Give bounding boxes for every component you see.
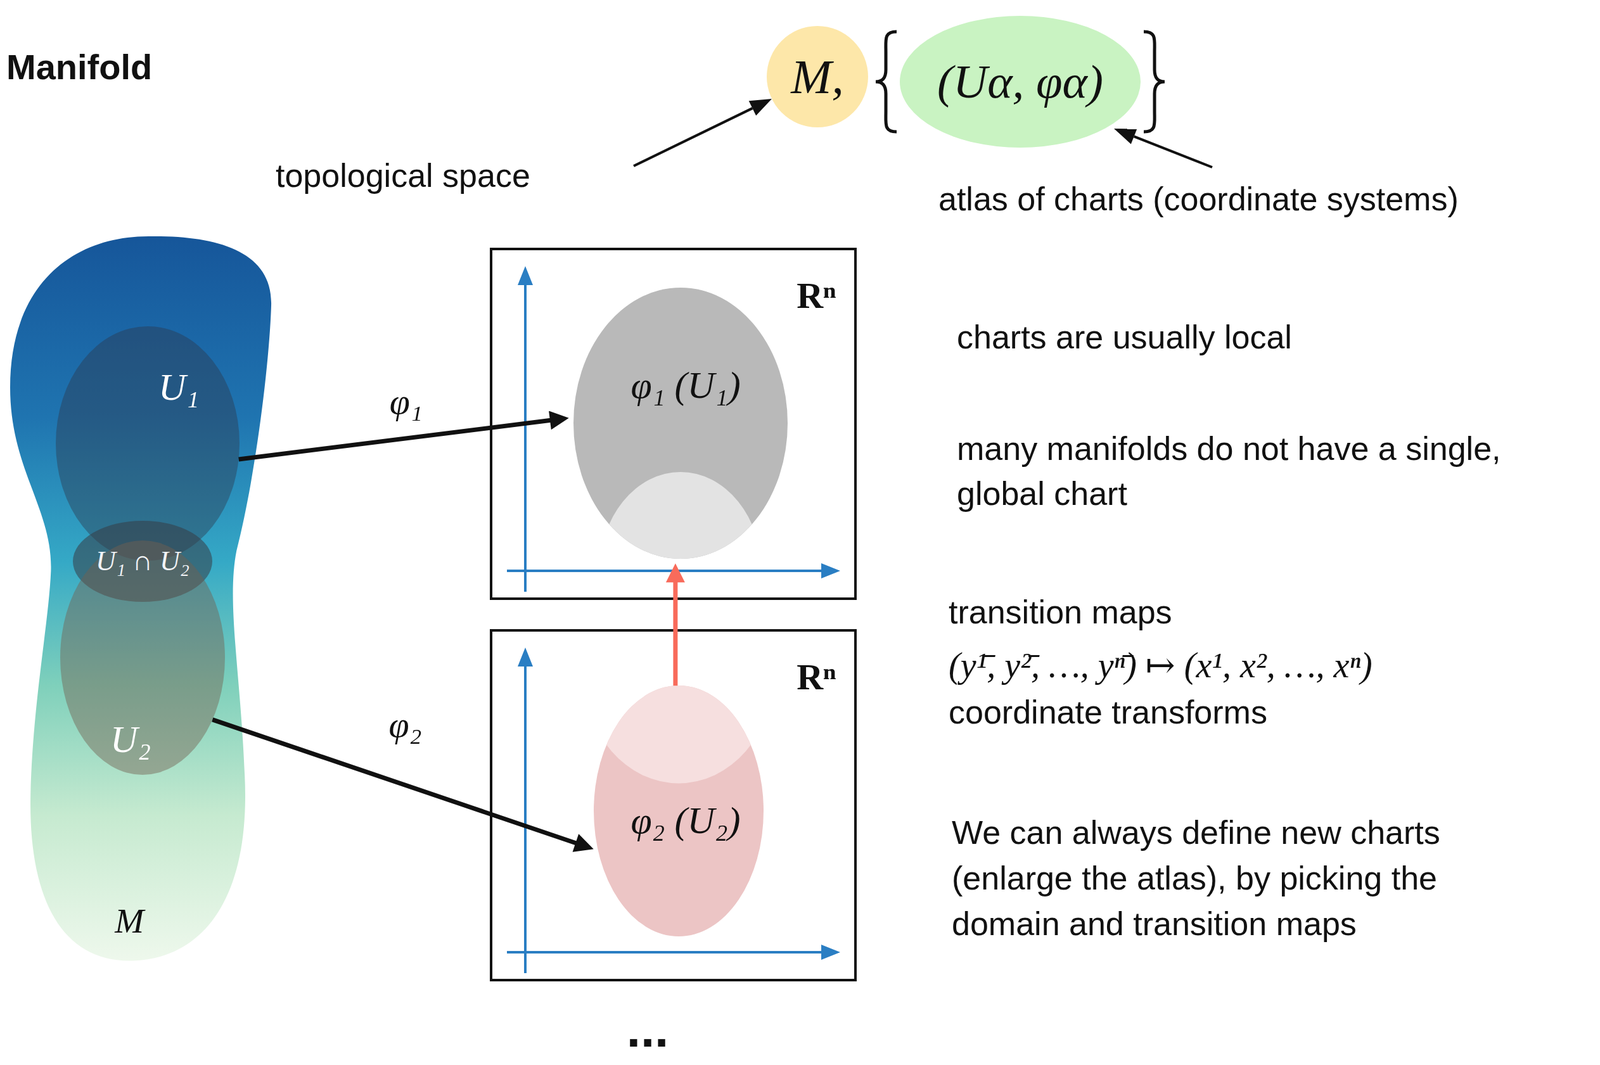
chart-image: φ₁ (U₁): [573, 287, 788, 559]
node-label: M: [114, 901, 144, 941]
text-holder: charts are usually local: [956, 316, 1293, 359]
axis: [524, 284, 527, 592]
node-label: φ₁ (U₁): [631, 363, 741, 408]
ellipse-fill: [60, 540, 225, 775]
annotation: atlas of charts (coordinate systems): [938, 178, 1459, 220]
chart-image: φ₂ (U₂): [593, 685, 764, 937]
annotation: (y¹̄, y²̄, …, yⁿ̄) ↦ (x¹, x², …, xⁿ): [948, 644, 1373, 687]
map-label: φ₂: [388, 704, 422, 747]
text-holder: ...: [626, 1004, 670, 1056]
text-holder: We can always define new charts (enlarge…: [951, 810, 1491, 948]
axis-arrowhead: [821, 944, 841, 960]
coordinate-space: Rⁿ φ₁ (U₁): [489, 247, 857, 601]
text-holder: topological space: [275, 155, 531, 197]
annotation: coordinate transforms: [948, 691, 1268, 734]
node-label: φ₂ (U₂): [630, 799, 741, 843]
manifold-symbol: M,: [766, 25, 869, 128]
overlap-image: [583, 562, 774, 784]
manifold-surface: [10, 236, 272, 962]
ellipse-fill: [899, 15, 1141, 148]
chart-map-arrow: [238, 420, 556, 461]
text-holder: atlas of charts (coordinate systems): [938, 178, 1459, 220]
annotation: charts are usually local: [956, 316, 1293, 359]
node-label: Rⁿ: [796, 275, 836, 318]
overlap-image: [599, 472, 763, 673]
brace: [875, 31, 897, 132]
axis: [506, 951, 822, 954]
leader-line: [1134, 136, 1213, 168]
axis-arrowhead: [517, 266, 533, 286]
axis: [524, 665, 527, 974]
leader-line: [633, 108, 753, 167]
text-holder: coordinate transforms: [948, 691, 1268, 734]
leader-arrowhead: [748, 98, 772, 116]
node-label: U₂: [110, 717, 151, 762]
diagram-title: Manifold: [6, 45, 153, 89]
axis: [506, 569, 822, 573]
node-label: (Uα, φα): [937, 54, 1104, 109]
node-label: U₁: [158, 365, 199, 410]
text-holder: Manifold: [6, 45, 153, 89]
text-holder: (y¹̄, y²̄, …, yⁿ̄) ↦ (x¹, x², …, xⁿ): [948, 644, 1373, 687]
annotation: transition maps: [948, 591, 1173, 634]
atlas-ellipse: (Uα, φα): [899, 15, 1141, 148]
leader-arrowhead: [1113, 128, 1137, 145]
annotation: ...: [626, 1004, 670, 1056]
annotation: many manifolds do not have a single, glo…: [956, 426, 1547, 517]
node-label: Rⁿ: [796, 656, 836, 699]
text-holder: transition maps: [948, 591, 1173, 634]
transition-arrow: [672, 577, 678, 686]
axis-arrowhead: [517, 647, 533, 667]
manifold-blob: M U₁ U₁ ∩ U₂ U₂: [10, 234, 272, 962]
ellipse-outline: [573, 287, 788, 559]
text-holder: φ₁: [389, 380, 423, 424]
text-holder: φ₂: [388, 704, 422, 747]
node-label: U₁ ∩ U₂: [95, 545, 190, 578]
node-label: M,: [790, 48, 844, 106]
annotation: We can always define new charts (enlarge…: [951, 810, 1491, 948]
map-label: φ₁: [389, 380, 423, 424]
brace: [1143, 31, 1165, 132]
ellipse-fill: [766, 25, 869, 128]
text-holder: many manifolds do not have a single, glo…: [956, 426, 1547, 517]
annotation: topological space: [275, 155, 531, 197]
axis-arrowhead: [821, 563, 841, 579]
